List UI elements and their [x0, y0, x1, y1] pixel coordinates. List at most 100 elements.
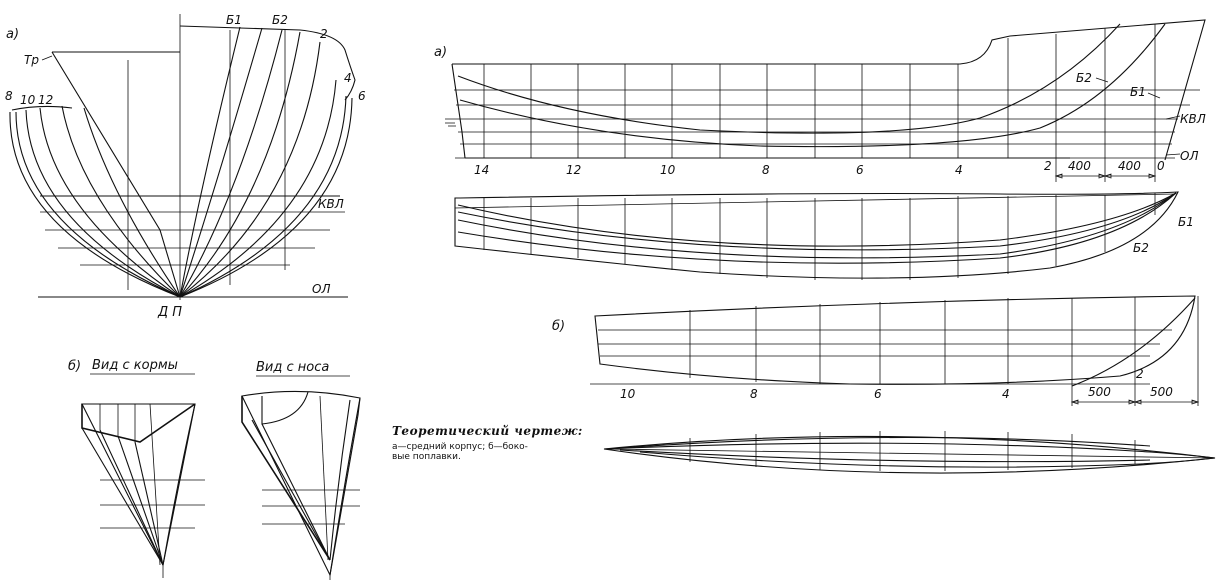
station-number: 14	[474, 163, 489, 177]
station-number: 2	[1044, 159, 1052, 173]
stern-station	[134, 441, 164, 566]
dimension-arrows	[1054, 173, 1157, 179]
sheer-line-aft	[11, 105, 73, 111]
profile-section-label: а)	[434, 45, 447, 60]
buttock-b1	[459, 23, 1166, 148]
profile-b2-label: Б2	[1076, 71, 1092, 85]
floats-profile: б) 10 8 6 4 2 500 500	[552, 295, 1200, 406]
stern-station	[99, 429, 164, 566]
sheer-line	[179, 25, 356, 101]
float-plan-waterline	[619, 449, 1151, 463]
floats-plan	[603, 431, 1216, 474]
profile-kvl-label: КВЛ	[1180, 112, 1206, 126]
transom-edge	[51, 51, 181, 298]
station-curve	[15, 111, 181, 298]
bow-centerline	[319, 395, 329, 561]
float-plan-waterline	[639, 451, 1216, 468]
bow-view-label: Вид с носа	[256, 360, 329, 375]
profile-b1-label: Б1	[1130, 85, 1146, 99]
stern-view-outline	[81, 403, 196, 567]
leader-line	[1095, 77, 1109, 83]
plan-waterline	[457, 192, 1177, 251]
bow-station	[329, 399, 351, 561]
body-plan-section-label: а)	[6, 27, 19, 42]
float-plan-waterline	[619, 436, 1151, 449]
station-number: 10	[620, 387, 636, 401]
station-curve	[179, 95, 347, 298]
station-label: 6	[358, 89, 366, 103]
body-plan-ol-label: ОЛ	[312, 282, 330, 296]
dimension-label: 400	[1068, 159, 1091, 173]
bow-deck	[261, 391, 309, 425]
dimension-label: 400	[1118, 159, 1141, 173]
float-plan-waterline	[603, 442, 1216, 459]
dimension-label: 500	[1150, 385, 1173, 399]
station-number: 6	[856, 163, 864, 177]
station-curve	[83, 107, 181, 298]
station-label: 8	[5, 89, 13, 103]
station-curve	[179, 79, 337, 298]
station-number: 10	[660, 163, 676, 177]
stern-view-label: Вид с кормы	[92, 358, 178, 373]
station-number: 6	[874, 387, 882, 401]
station-label: 12	[38, 93, 53, 107]
bow-station	[261, 423, 331, 561]
plan-waterline	[457, 192, 1177, 259]
station-curve	[179, 29, 283, 298]
dimension-arrows	[1070, 399, 1200, 405]
plan-b1-label: Б1	[1178, 215, 1194, 229]
buttock-b2	[457, 23, 1121, 134]
stern-station	[117, 435, 164, 566]
station-number: 4	[1002, 387, 1010, 401]
station-curve	[179, 27, 263, 298]
transom-label: Тр	[24, 53, 39, 67]
leader-line	[1165, 153, 1181, 156]
station-curve	[179, 97, 353, 298]
plan-waterline	[457, 192, 1177, 247]
floats-section-label: б)	[68, 359, 81, 374]
station-curve	[179, 41, 321, 298]
drawing-caption: Теоретический чертеж: а—средний корпус; …	[392, 424, 592, 462]
body-plan: а) ОЛ КВЛ	[5, 13, 366, 320]
plan-outline	[454, 191, 1179, 279]
station-curve	[179, 26, 241, 298]
bow-view-outline	[241, 390, 361, 577]
leader-line	[1165, 115, 1181, 120]
float-plan-centerline	[603, 448, 1216, 459]
center-hull-profile: а) Б2 Б1 КВЛ	[434, 19, 1206, 182]
float-profile-outline	[594, 295, 1196, 385]
float-stem-line	[1071, 297, 1196, 387]
dimension-label: 500	[1088, 385, 1111, 399]
bow-stem	[241, 396, 331, 561]
station-number: 4	[955, 163, 963, 177]
station-label: 2	[320, 27, 328, 41]
body-plan-kvl-label: КВЛ	[318, 197, 344, 211]
caption-line-1: а—средний корпус; б—боко-	[392, 442, 528, 452]
plan-b2-label: Б2	[1133, 241, 1149, 255]
caption-line-2: вые поплавки.	[392, 452, 461, 462]
caption-title: Теоретический чертеж:	[392, 424, 583, 438]
station-label: Б1	[226, 13, 242, 27]
station-label: 4	[344, 71, 352, 85]
station-number: 8	[762, 163, 770, 177]
station-number: 2	[1136, 367, 1144, 381]
float-views: б) Вид с кормы Вид с носа	[68, 358, 361, 580]
stern-station	[162, 403, 196, 566]
station-label: 10	[20, 93, 36, 107]
profile-ol-label: ОЛ	[1180, 149, 1198, 163]
floats-profile-section-label: б)	[552, 319, 565, 334]
center-hull-plan: Б1 Б2	[454, 191, 1194, 280]
stern-station	[81, 427, 164, 566]
station-label: Б2	[272, 13, 288, 27]
plan-waterline-b2	[457, 192, 1177, 264]
dp-label: Д П	[157, 305, 182, 320]
bow-station	[329, 397, 361, 576]
leader-line	[1147, 92, 1161, 99]
station-curve	[61, 105, 181, 298]
station-number: 8	[750, 387, 758, 401]
station-curve	[39, 107, 181, 298]
station-curve	[9, 111, 181, 298]
waterline-symbol	[445, 122, 456, 127]
station-curve	[25, 109, 181, 298]
